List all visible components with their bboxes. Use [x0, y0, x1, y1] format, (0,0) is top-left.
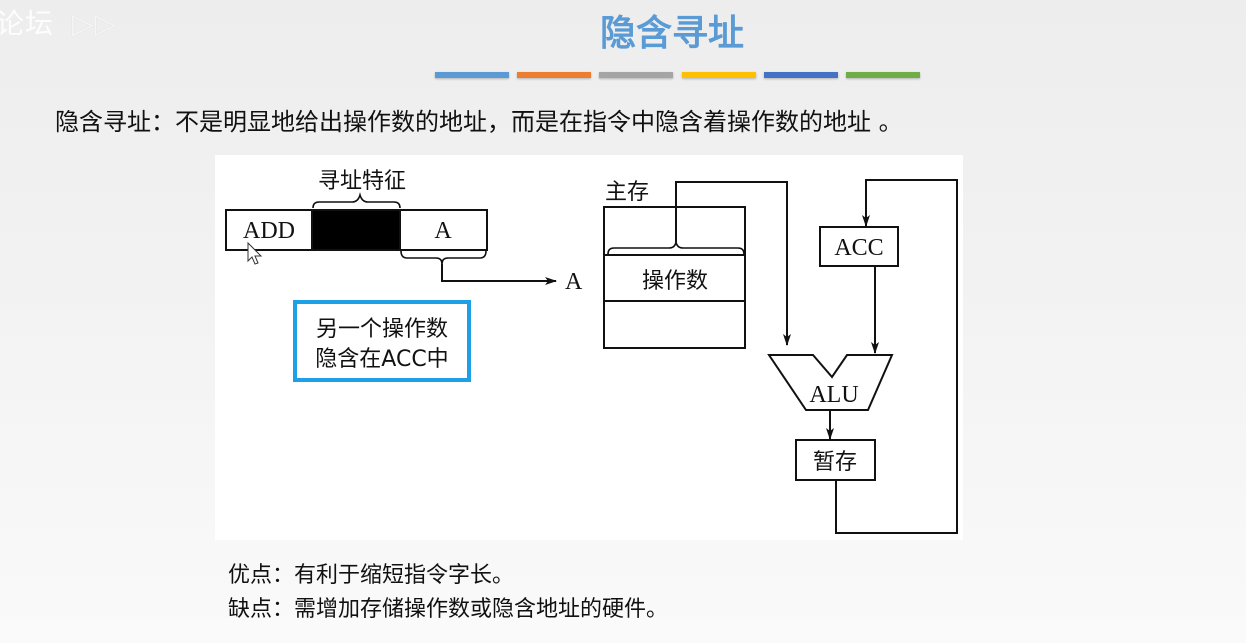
address-brace — [400, 250, 487, 265]
feature-label: 寻址特征 — [318, 169, 406, 194]
alu-label: ALU — [809, 382, 858, 408]
watermark: 论坛 ▷▷ — [0, 2, 117, 42]
feature-brace — [312, 192, 401, 209]
addressing-feature-cell — [311, 209, 401, 251]
temp-to-acc-arrow — [835, 179, 958, 534]
acc-box — [819, 226, 899, 267]
address-output-label: A — [565, 269, 583, 295]
mouse-cursor-icon — [247, 241, 263, 265]
definition-text: 隐含寻址：不是明显地给出操作数的地址，而是在指令中隐含着操作数的地址 。 — [55, 108, 903, 136]
main-memory-box — [603, 206, 746, 349]
decor-bar-2 — [517, 72, 591, 78]
address-label: A — [434, 218, 452, 244]
memory-cell-label: 操作数 — [642, 269, 708, 294]
temp-box — [795, 439, 876, 481]
decor-bar-6 — [846, 72, 920, 78]
note-box — [293, 300, 471, 382]
alu-shape — [767, 354, 894, 411]
note-line-2: 隐含在ACC中 — [315, 347, 448, 372]
opcode-cell — [225, 209, 313, 251]
address-cell — [399, 209, 488, 251]
decor-bar-1 — [435, 72, 509, 78]
decor-bar-4 — [682, 72, 756, 78]
memory-label: 主存 — [605, 180, 649, 205]
cons-text: 缺点：需增加存储操作数或隐含地址的硬件。 — [228, 597, 669, 622]
pros-text: 优点：有利于缩短指令字长。 — [228, 563, 515, 588]
address-arrow — [441, 264, 557, 285]
bilibili-logo: ▷▷ — [72, 7, 118, 40]
temp-label: 暂存 — [813, 450, 857, 475]
slide-title: 隐含寻址 — [599, 13, 744, 54]
opcode-label: ADD — [243, 218, 295, 244]
decor-bar-5 — [764, 72, 838, 78]
note-line-1: 另一个操作数 — [316, 317, 448, 342]
memory-to-alu-arrow — [675, 181, 791, 346]
watermark-text: 论坛 — [0, 7, 55, 40]
acc-label: ACC — [834, 235, 883, 261]
decor-bar-3 — [599, 72, 673, 78]
